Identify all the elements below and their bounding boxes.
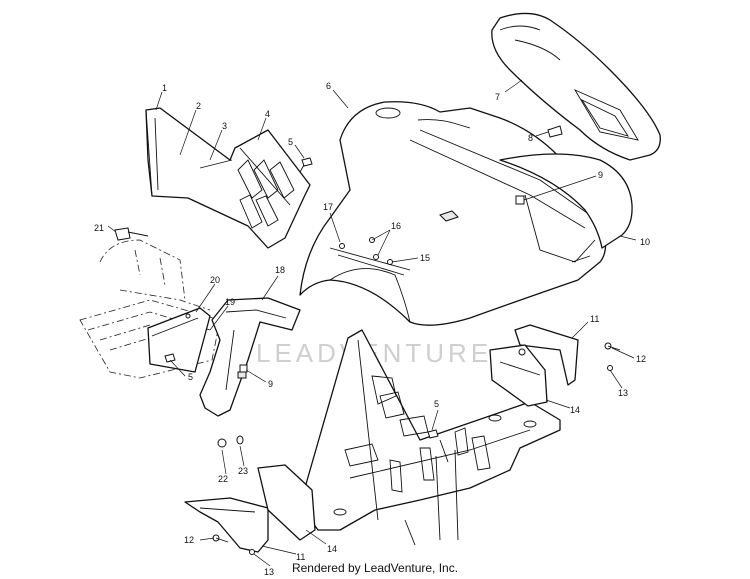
footer-credit: Rendered by LeadVenture, Inc. xyxy=(291,561,459,575)
callout-8: 8 xyxy=(528,133,533,143)
callout-1: 1 xyxy=(162,83,167,93)
callout-22: 22 xyxy=(218,474,228,484)
callout-3: 3 xyxy=(222,121,227,131)
right-bracket xyxy=(489,324,579,407)
left-side-panel xyxy=(145,107,311,249)
callout-14-lower: 14 xyxy=(327,544,337,554)
frame-assembly xyxy=(299,329,561,546)
callout-14-right: 14 xyxy=(570,405,580,415)
callout-11-right: 11 xyxy=(590,314,599,324)
callout-23: 23 xyxy=(238,466,248,476)
callout-16: 16 xyxy=(391,221,401,231)
front-fender xyxy=(299,101,607,326)
footrest-section xyxy=(79,239,221,379)
callout-19: 19 xyxy=(225,297,235,307)
callout-13-right: 13 xyxy=(618,388,628,398)
rear-fender-shell xyxy=(499,153,633,249)
callout-labels: 1 2 3 4 5 6 7 8 9 10 17 16 15 21 18 20 1… xyxy=(94,81,650,577)
callout-2: 2 xyxy=(196,101,201,111)
callout-10: 10 xyxy=(640,237,650,247)
callout-20: 20 xyxy=(210,275,220,285)
seat-cover xyxy=(491,12,661,161)
callout-17: 17 xyxy=(323,202,333,212)
callout-12-lower: 12 xyxy=(184,535,194,545)
callout-9-lower: 9 xyxy=(268,379,273,389)
callout-5-left: 5 xyxy=(188,372,193,382)
callout-9-top: 9 xyxy=(598,170,603,180)
callout-18: 18 xyxy=(275,265,285,275)
leader-lines xyxy=(107,79,637,567)
callout-15: 15 xyxy=(420,253,430,263)
fender-flap xyxy=(199,297,301,417)
callout-7: 7 xyxy=(495,92,500,102)
callout-12-right: 12 xyxy=(636,354,646,364)
callout-5-frame: 5 xyxy=(434,399,439,409)
callout-6: 6 xyxy=(326,81,331,91)
lower-bracket xyxy=(184,464,316,553)
callout-5-top: 5 xyxy=(288,137,293,147)
callout-21: 21 xyxy=(94,223,104,233)
callout-11-lower: 11 xyxy=(296,552,305,562)
callout-4: 4 xyxy=(265,109,270,119)
callout-13-lower: 13 xyxy=(264,567,274,577)
